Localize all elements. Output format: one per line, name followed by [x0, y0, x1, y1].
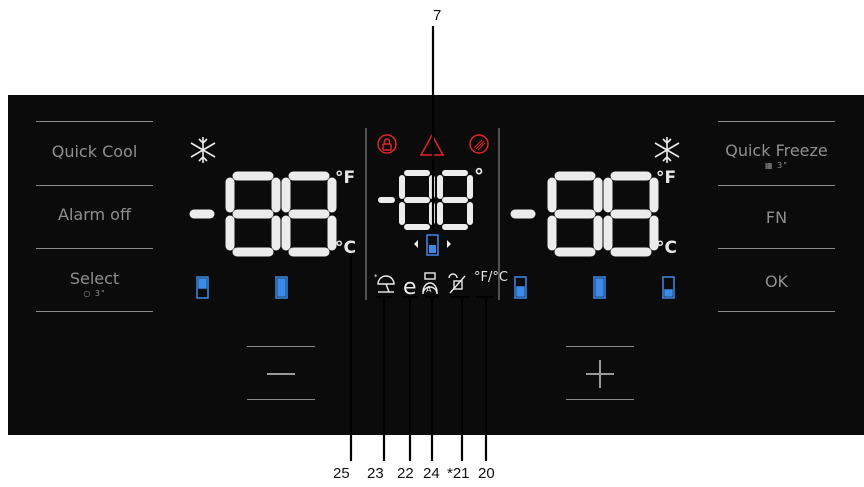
quick-cool-button[interactable]: Quick Cool [51, 142, 138, 161]
divider [718, 185, 835, 186]
fn-button[interactable]: FN [765, 208, 788, 227]
control-panel [8, 95, 864, 435]
select-hold-hint: ○ 3" [83, 289, 106, 298]
compartment-selector [414, 234, 451, 256]
compartment-icon [426, 234, 439, 256]
divider [247, 399, 315, 400]
lock-icon: ○ [83, 289, 92, 298]
ok-button[interactable]: OK [764, 272, 789, 291]
lock-icon [377, 134, 397, 154]
callout-lines [349, 26, 494, 461]
quick-freeze-label: Quick Freeze [725, 141, 828, 160]
freezer-temp-digits [510, 171, 659, 257]
eco-icon: e [403, 275, 417, 300]
divider [36, 121, 153, 122]
callout-20: 20 [478, 465, 495, 482]
select-label: Select [69, 269, 120, 288]
fridge-compartment-indicators [196, 276, 288, 299]
divider [566, 346, 634, 347]
divider [36, 311, 153, 312]
fridge-fahrenheit-label: °F [335, 168, 356, 188]
divider [566, 399, 634, 400]
minus-icon [267, 373, 295, 375]
divider [36, 185, 153, 186]
divider [718, 248, 835, 249]
callout-7: 7 [433, 7, 442, 24]
minus-button[interactable] [247, 352, 315, 392]
callout-24: 24 [423, 465, 440, 482]
fridge-temp-digits [189, 171, 337, 257]
quick-freeze-hold-hint: ▦ 3" [765, 161, 788, 170]
center-degree-label: ° [474, 164, 484, 188]
fridge-celsius-label: °C [335, 238, 356, 258]
callout-25: 25 [333, 465, 350, 482]
freezer-snowflake-icon [654, 137, 680, 163]
freezer-fahrenheit-label: °F [656, 168, 677, 188]
divider [718, 311, 835, 312]
svg-text:A: A [426, 285, 432, 294]
vacation-icon: * [374, 273, 395, 293]
callout-21: *21 [447, 465, 470, 482]
filter-icon [469, 134, 489, 154]
left-arrow-icon [414, 240, 418, 248]
callout-22: 22 [397, 465, 414, 482]
divider [718, 121, 835, 122]
fridge-snowflake-icon [190, 137, 216, 163]
divider [247, 346, 315, 347]
right-arrow-icon [447, 240, 451, 248]
freezer-celsius-label: °C [656, 238, 677, 258]
select-button[interactable]: Select ○ 3" [36, 271, 153, 298]
quick-freeze-button[interactable]: Quick Freeze ▦ 3" [718, 143, 835, 170]
divider [36, 248, 153, 249]
auto-icon: A [422, 272, 438, 295]
svg-text:*: * [374, 273, 378, 281]
center-temp-digits [378, 170, 473, 230]
ice-off-icon [448, 273, 466, 294]
callout-23: 23 [367, 465, 384, 482]
freezer-compartment-indicators [514, 276, 675, 299]
filter-icon: ▦ [765, 161, 774, 170]
plus-button[interactable] [566, 352, 634, 392]
alarm-off-button[interactable]: Alarm off [58, 205, 131, 224]
